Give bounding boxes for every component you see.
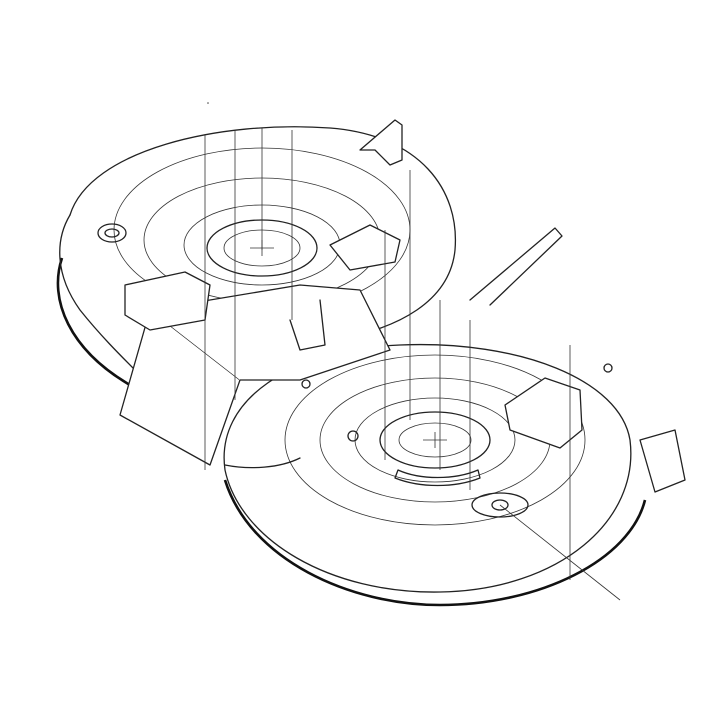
leader-lines	[204, 128, 621, 601]
brackets	[124, 119, 686, 493]
discharge-baffle	[119, 284, 391, 466]
stray-mark	[207, 102, 209, 104]
fittings	[97, 223, 613, 518]
right-deck-shell	[223, 343, 647, 607]
